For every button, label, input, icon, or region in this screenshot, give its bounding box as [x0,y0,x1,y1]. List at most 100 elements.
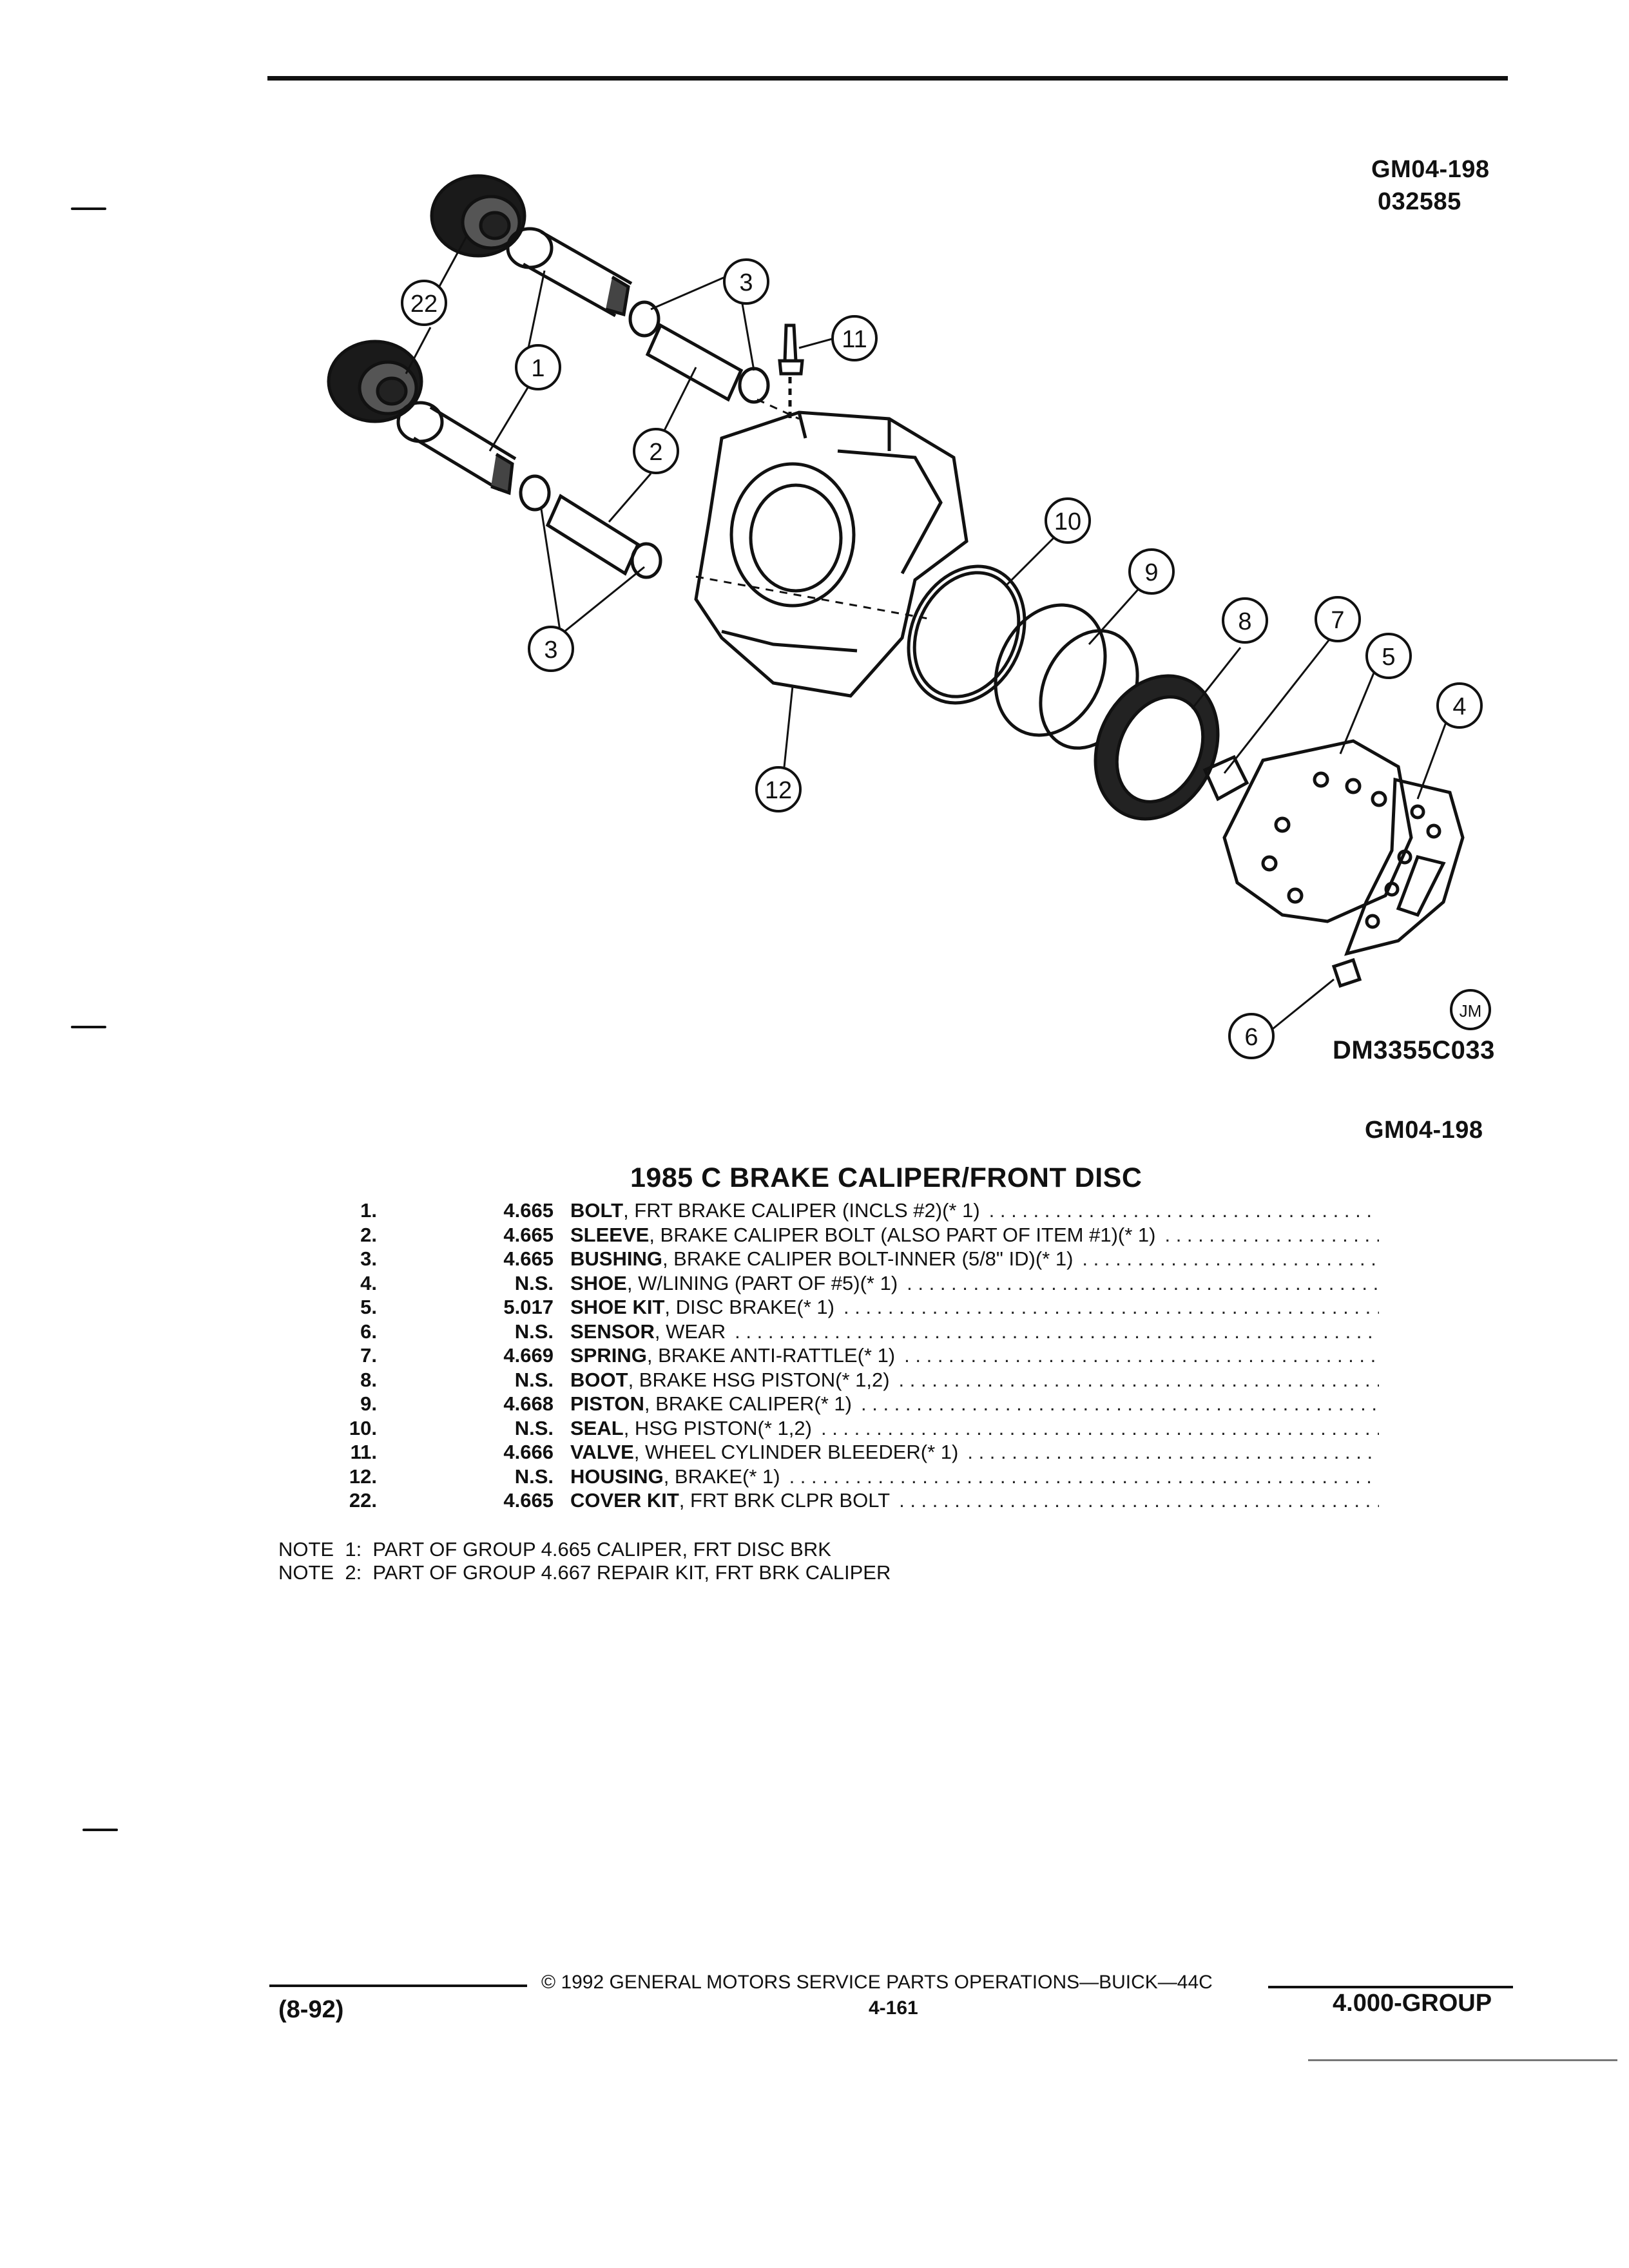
item-number: 4. [360,1271,377,1294]
parts-list-row: 12.N.S.HOUSING, BRAKE(* 1) [284,1465,1379,1489]
part-description: , DISC BRAKE(* 1) [664,1296,834,1318]
part-name: BOOT [570,1368,628,1391]
part-description: , BRAKE CALIPER BOLT-INNER (5/8" ID)(* 1… [662,1247,1074,1270]
item-number: 3. [360,1247,377,1270]
footer-group: 4.000-GROUP [1333,1990,1492,2017]
part-name: SHOE [570,1271,627,1294]
group-number: 5.017 [503,1296,554,1318]
callout-5 [1365,633,1412,679]
callout-label: 4 [1452,693,1466,720]
part-description: , BRAKE ANTI-RATTLE(* 1) [646,1344,896,1367]
part-name: BUSHING [570,1247,662,1270]
part-name: SENSOR [570,1320,655,1343]
caliper-bolt-upper [506,227,633,318]
dot-leader [843,1295,1379,1320]
part-description: , W/LINING (PART OF #5)(* 1) [626,1271,898,1294]
group-number: N.S. [514,1368,554,1391]
note-2: NOTE 2: PART OF GROUP 4.667 REPAIR KIT, … [278,1561,891,1584]
jm-logo [1450,989,1491,1030]
callout-label: 3 [544,637,557,664]
callout-10 [1045,497,1091,544]
item-number: 6. [360,1320,377,1343]
item-number: 8. [360,1368,377,1391]
callout-2 [633,428,679,474]
parts-list-row: 3. 4.665 BUSHING, BRAKE CALIPER BOLT-INNER… [284,1247,1379,1271]
callout-22 [401,280,447,326]
item-number: 22. [349,1489,377,1512]
group-number: N.S. [514,1271,554,1294]
part-description: , FRT BRK CLPR BOLT [679,1489,891,1512]
header-date-code: 032585 [1378,188,1461,215]
copyright-line: © 1992 GENERAL MOTORS SERVICE PARTS OPER… [541,1972,1213,1993]
dot-leader [907,1271,1379,1296]
parts-list-row: 6.N.S.SENSOR, WEAR [284,1320,1379,1344]
group-number: 4.665 [503,1223,554,1246]
dot-leader [861,1392,1379,1416]
item-number: 12. [349,1465,377,1488]
page-number: 4-161 [869,1997,918,2019]
callout-label: 6 [1244,1024,1258,1051]
part-description: , BRAKE CALIPER(* 1) [644,1392,852,1415]
jm-logo-text: JM [1460,1001,1482,1021]
note-1: NOTE 1: PART OF GROUP 4.665 CALIPER, FRT… [278,1538,831,1561]
part-name: HOUSING [570,1465,664,1488]
footer-rule-left [269,1984,527,1987]
callout-9 [1128,548,1175,595]
part-name: SPRING [570,1344,647,1367]
margin-mark [82,1829,118,1831]
callout-label: 9 [1144,559,1158,586]
margin-mark [71,1026,106,1028]
brake-shoe [1222,739,1413,923]
callout-label: 2 [649,439,662,466]
group-number: 4.666 [503,1441,554,1463]
cover-cap-lower [327,340,423,423]
callout-label: 11 [842,326,867,353]
margin-mark [71,207,106,210]
dot-leader [821,1416,1379,1441]
group-number: 4.668 [503,1392,554,1415]
dot-leader [967,1440,1379,1465]
part-description: , BRAKE HSG PISTON(* 1,2) [628,1368,890,1391]
cover-cap-upper [430,174,526,258]
callout-8 [1222,597,1268,644]
footer-date: (8-92) [278,1996,344,2023]
group-number: N.S. [514,1416,554,1439]
group-number: 4.665 [503,1489,554,1512]
caliper-bolt-lower [396,401,517,495]
item-number: 2. [360,1223,377,1246]
part-name: SEAL [570,1416,624,1439]
dot-leader [899,1488,1379,1513]
callout-label: 7 [1331,607,1344,634]
item-number: 5. [360,1296,377,1318]
drawing-id: DM3355C033 [1333,1036,1495,1064]
parts-list-row: 8. N.S. BOOT, BRAKE HSG PISTON(* 1,2) [284,1368,1379,1392]
part-description: , BRAKE CALIPER BOLT (ALSO PART OF ITEM … [649,1223,1156,1246]
footer-rule-right [1268,1986,1513,1988]
parts-list-row: 5. 5.017 SHOE KIT, DISC BRAKE(* 1) [284,1295,1379,1320]
bottom-rule [1308,2059,1617,2061]
dot-leader [904,1343,1379,1368]
item-number: 9. [360,1392,377,1415]
dot-leader [989,1198,1379,1223]
callout-3a [723,258,769,305]
callout-7 [1315,596,1361,642]
group-number: 4.665 [503,1247,554,1270]
exploded-view-diagram: 22 1 3 11 2 3 10 9 8 7 5 4 12 6 JM [327,174,1491,1059]
callout-11 [831,315,878,361]
page-title: 1985 C BRAKE CALIPER/FRONT DISC [630,1162,1142,1193]
top-rule [267,76,1508,81]
callout-label: 3 [739,269,753,296]
part-name: SHOE KIT [570,1296,665,1318]
group-number: 4.665 [503,1199,554,1222]
group-number: N.S. [514,1465,554,1488]
dot-leader [1164,1223,1379,1247]
item-number: 11. [350,1441,377,1463]
part-name: BOLT [570,1199,624,1222]
part-description: , WHEEL CYLINDER BLEEDER(* 1) [633,1441,959,1463]
